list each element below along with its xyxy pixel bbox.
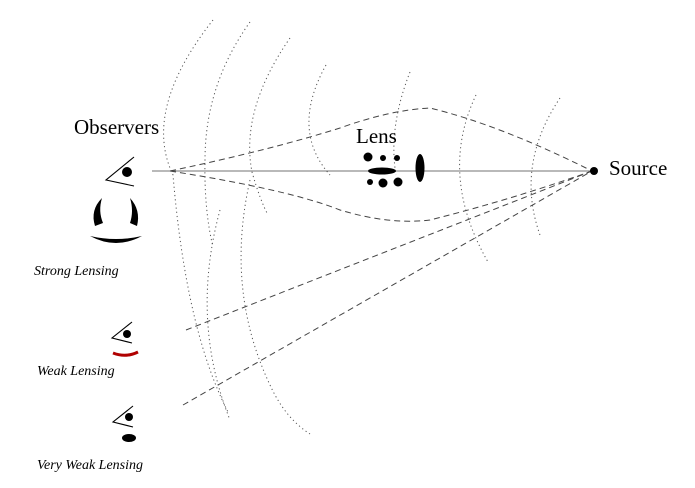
weak-observer-eye-icon [110,321,133,344]
observers-label: Observers [74,115,159,139]
strong-observer-eye-icon [104,156,135,187]
strong-lensing-image [90,198,142,243]
very-weak-observer-eye-icon [111,405,134,428]
weak-lensing-label: Weak Lensing [37,364,115,379]
deflected-ray-upper [169,107,593,172]
wavefront-arc [530,97,561,236]
lens-label: Lens [356,124,397,148]
light-paths [152,107,593,406]
ray-to-weak-observer [185,170,593,331]
wavefront-arc [206,209,231,421]
source-label: Source [609,156,667,180]
wavefront-arc [163,19,229,413]
very-weak-lensing-label: Very Weak Lensing [37,458,143,473]
wavefront-arc [308,64,331,176]
wavefront-arc [204,21,251,248]
wavefront-arc [393,71,411,176]
lens-galaxy-icon [363,152,425,188]
wavefront-arc [459,94,489,263]
deflected-ray-lower [169,170,593,222]
wavefront-arc [249,37,291,216]
wavefront-arc [240,179,311,435]
wavefront-arcs [163,19,561,435]
weak-lensing-image [112,350,139,357]
very-weak-lensing-image [122,434,136,442]
ray-to-very-weak-observer [182,170,593,406]
source-point [590,167,598,175]
strong-lensing-label: Strong Lensing [34,264,119,279]
